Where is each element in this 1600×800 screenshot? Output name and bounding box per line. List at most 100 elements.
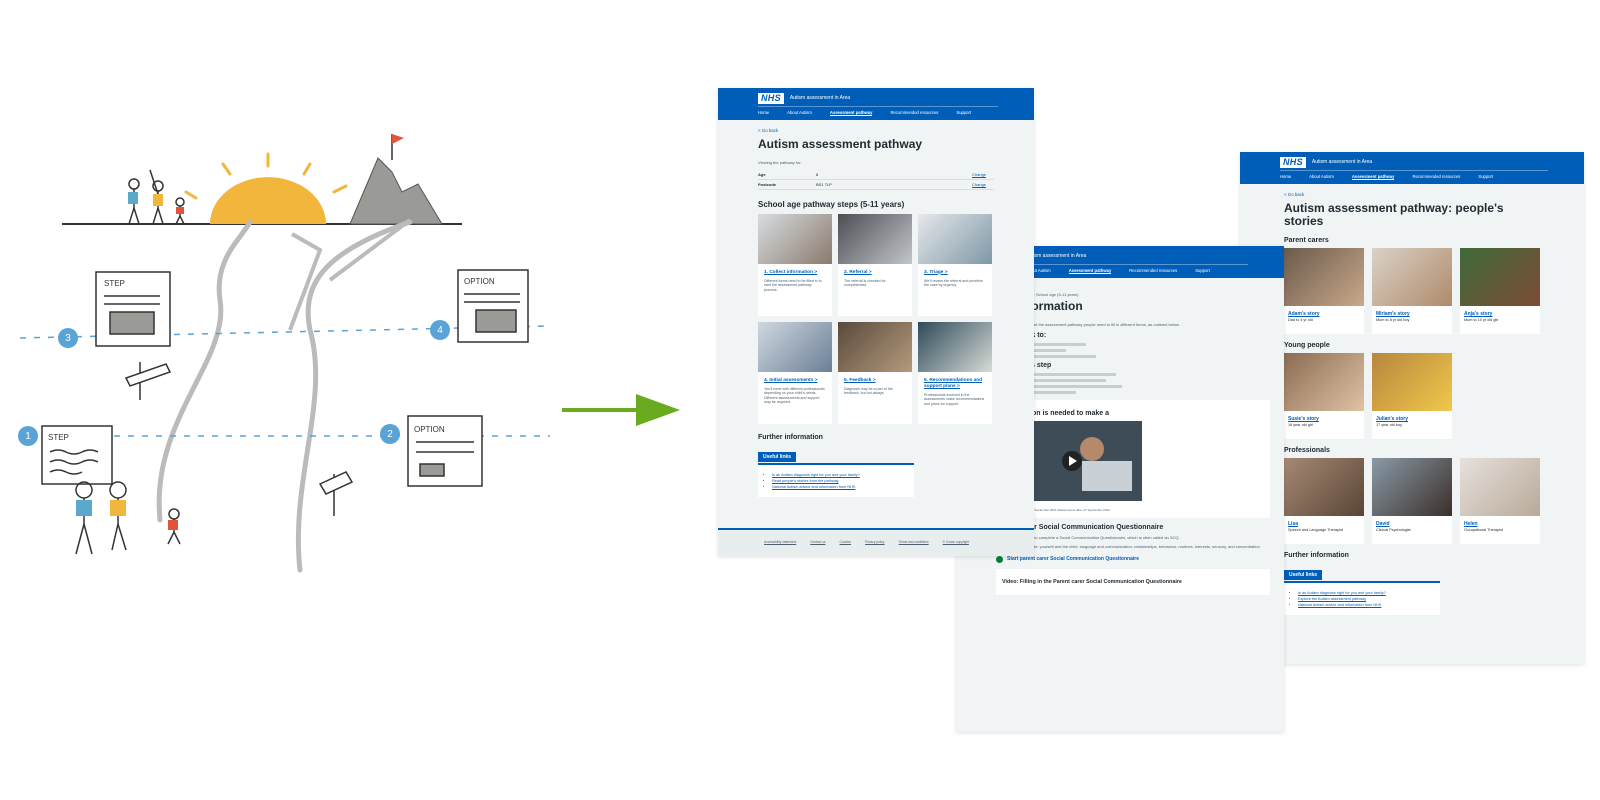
change-link[interactable]: Change	[972, 171, 987, 177]
story-link[interactable]: Helen	[1464, 521, 1478, 527]
story-desc: Mum to 8 yr old boy	[1376, 318, 1410, 322]
questionnaire-heading: Parent carer Social Communication Questi…	[996, 523, 1164, 531]
svg-text:3: 3	[65, 333, 71, 344]
nav-assessment[interactable]: Assessment pathway	[1351, 174, 1395, 180]
step-card[interactable]: 1. Collect information > Different forms …	[758, 213, 832, 316]
useful-link[interactable]: Is an Autism diagnosis right for you and…	[1298, 591, 1430, 595]
nav-assessment[interactable]: Assessment pathway	[829, 110, 873, 116]
page-title: ect information	[996, 299, 1083, 313]
step-link[interactable]: 4. Initial assessments >	[764, 377, 818, 383]
footer-link[interactable]: Terms and conditions	[898, 540, 929, 544]
back-link[interactable]: < Go back	[1284, 192, 1305, 197]
nav-support[interactable]: Support	[1195, 268, 1210, 273]
useful-link[interactable]: National Autism advice and information f…	[772, 485, 904, 489]
summary-value: BS1 7LP	[816, 181, 832, 187]
step-card[interactable]: 2. Referral >The referral is checked for…	[838, 213, 912, 316]
nav-about[interactable]: About Autism	[1309, 174, 1334, 179]
nhs-logo[interactable]: NHS	[1280, 156, 1306, 168]
step-link[interactable]: 5. Feedback >	[844, 377, 876, 383]
step-photo	[918, 321, 992, 372]
nav-home[interactable]: Home	[758, 110, 770, 115]
story-photo	[1284, 248, 1364, 306]
nav-resources[interactable]: Recommended resources	[890, 110, 939, 115]
nav-about[interactable]: About Autism	[787, 110, 812, 115]
step-link[interactable]: 6. Recommendations and support plans >	[924, 377, 983, 389]
marker-1	[18, 426, 38, 446]
footer-link[interactable]: Cookies	[839, 540, 852, 544]
marker-4	[430, 320, 450, 340]
svg-text:STEP: STEP	[104, 279, 125, 288]
story-photo	[1460, 458, 1540, 516]
questionnaire-desc: A parent carer needs to complete a Socia…	[996, 534, 1180, 540]
useful-link[interactable]: National Autism advice and information f…	[1298, 603, 1430, 607]
back-link[interactable]: < Go back	[758, 128, 779, 133]
step-desc: Different forms need to be filled in to …	[764, 278, 822, 292]
nav-support[interactable]: Support	[956, 110, 972, 115]
story-link[interactable]: Julian's story	[1376, 416, 1409, 422]
marker-3	[58, 328, 78, 348]
story-link[interactable]: Anja's story	[1464, 311, 1493, 317]
summary-key: Postcode	[758, 181, 777, 187]
useful-link[interactable]: Explore the Autism assessment pathway	[1298, 597, 1430, 601]
story-link[interactable]: David	[1376, 521, 1390, 527]
useful-link[interactable]: Read people's stories from the pathway	[772, 479, 904, 483]
step-card[interactable]: 5. Feedback >Diagnosis may be a part of …	[838, 321, 912, 424]
primary-nav: About Autism Assessment pathway Recommen…	[1026, 264, 1248, 278]
change-link[interactable]: Change	[972, 181, 987, 187]
nav-about[interactable]: About Autism	[1026, 268, 1051, 273]
service-name[interactable]: Autism assessment in Area	[789, 95, 851, 101]
useful-link[interactable]: Is an Autism diagnosis right for you and…	[772, 473, 904, 477]
story-link[interactable]: Miriam's story	[1376, 311, 1410, 317]
footer-link[interactable]: Privacy policy	[865, 540, 885, 544]
summary-key: Age	[758, 171, 766, 177]
step-box-upper	[95, 271, 171, 347]
video-meta: Media last reviewed: 27 September 2021 M…	[1002, 507, 1110, 512]
step-card[interactable]: 3. Triage >We'll review the referral and…	[918, 213, 992, 316]
footer-link[interactable]: Accessibility statement	[764, 540, 797, 544]
step-link[interactable]: 3. Triage >	[924, 269, 948, 275]
nav-support[interactable]: Support	[1478, 174, 1494, 179]
nav-resources[interactable]: Recommended resources	[1129, 268, 1178, 273]
start-link-label[interactable]: Start parent carer Social Communication …	[1007, 556, 1139, 562]
step-link[interactable]: 2. Referral >	[844, 269, 872, 275]
step-link[interactable]: 1. Collect information >	[764, 269, 818, 275]
start-questionnaire-link[interactable]: Start parent carer Social Communication …	[996, 555, 1270, 563]
service-name[interactable]: Autism assessment in Area	[1026, 253, 1087, 259]
story-link[interactable]: Susie's story	[1288, 416, 1319, 422]
story-link[interactable]: Adam's story	[1288, 311, 1320, 317]
step-card[interactable]: 6. Recommendations and support plans >Pr…	[918, 321, 992, 424]
story-desc: Dad to 4 yr old	[1288, 318, 1313, 322]
signpost-icon-right	[318, 471, 354, 516]
section-heading: pens at this step	[996, 361, 1052, 369]
story-photo	[1284, 353, 1364, 411]
story-link[interactable]: Lisa	[1288, 521, 1299, 527]
option-box-lower	[407, 415, 483, 487]
story-desc: 17 year old boy	[1376, 423, 1402, 427]
nav-home[interactable]: Home	[1280, 174, 1292, 179]
breadcrumb: Assessment pathway: School age (5-11 yea…	[996, 292, 1079, 297]
nav-assessment[interactable]: Assessment pathway	[1068, 268, 1112, 274]
step-photo	[838, 321, 912, 372]
step-photo	[758, 213, 832, 264]
arrow-circle-icon	[996, 555, 1003, 563]
svg-text:OPTION: OPTION	[414, 425, 445, 434]
service-name[interactable]: Autism assessment in Area	[1311, 159, 1373, 165]
footer-link[interactable]: Contact us	[810, 540, 826, 544]
story-photo	[1372, 248, 1452, 306]
nhs-logo[interactable]: NHS	[758, 92, 784, 104]
nav-resources[interactable]: Recommended resources	[1412, 174, 1461, 179]
mountain-icon	[349, 157, 443, 225]
story-desc: Clinical Psychologist	[1376, 528, 1411, 532]
video-card: information is needed to make a Media la…	[996, 399, 1270, 518]
step-card[interactable]: 4. Initial assessments >You'll meet with…	[758, 321, 832, 424]
steps-heading: School age pathway steps (5-11 years)	[758, 199, 905, 209]
